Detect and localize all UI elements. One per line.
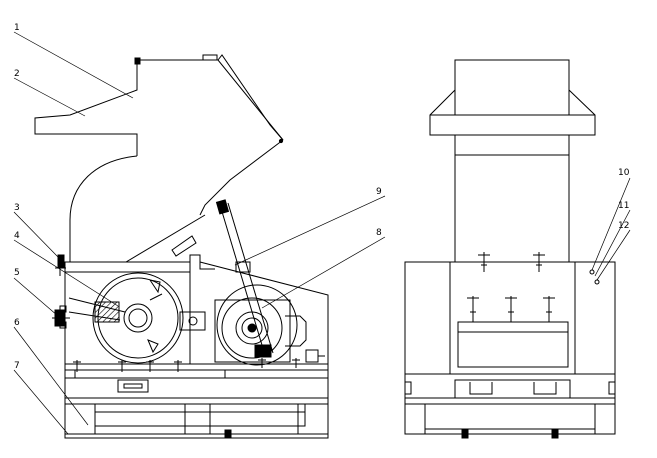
front-view bbox=[405, 60, 630, 438]
callout-1: 1 bbox=[14, 23, 20, 33]
crushing-chamber bbox=[52, 255, 215, 364]
side-view bbox=[14, 32, 385, 438]
callout-9: 9 bbox=[376, 187, 382, 197]
callout-7: 7 bbox=[14, 361, 20, 371]
callout-12: 12 bbox=[618, 221, 629, 231]
front-hopper bbox=[430, 60, 595, 262]
callout-10: 10 bbox=[618, 168, 630, 178]
callout-6: 6 bbox=[14, 318, 20, 328]
callout-8: 8 bbox=[376, 228, 382, 238]
base-frame bbox=[65, 358, 328, 438]
callout-5: 5 bbox=[14, 268, 20, 278]
front-fittings bbox=[590, 178, 630, 284]
callout-2: 2 bbox=[14, 69, 20, 79]
front-base bbox=[405, 374, 615, 438]
callout-4: 4 bbox=[14, 231, 20, 241]
feed-hopper bbox=[35, 55, 283, 262]
front-housing bbox=[405, 252, 615, 374]
callout-11: 11 bbox=[618, 201, 629, 211]
callout-3: 3 bbox=[14, 203, 20, 213]
